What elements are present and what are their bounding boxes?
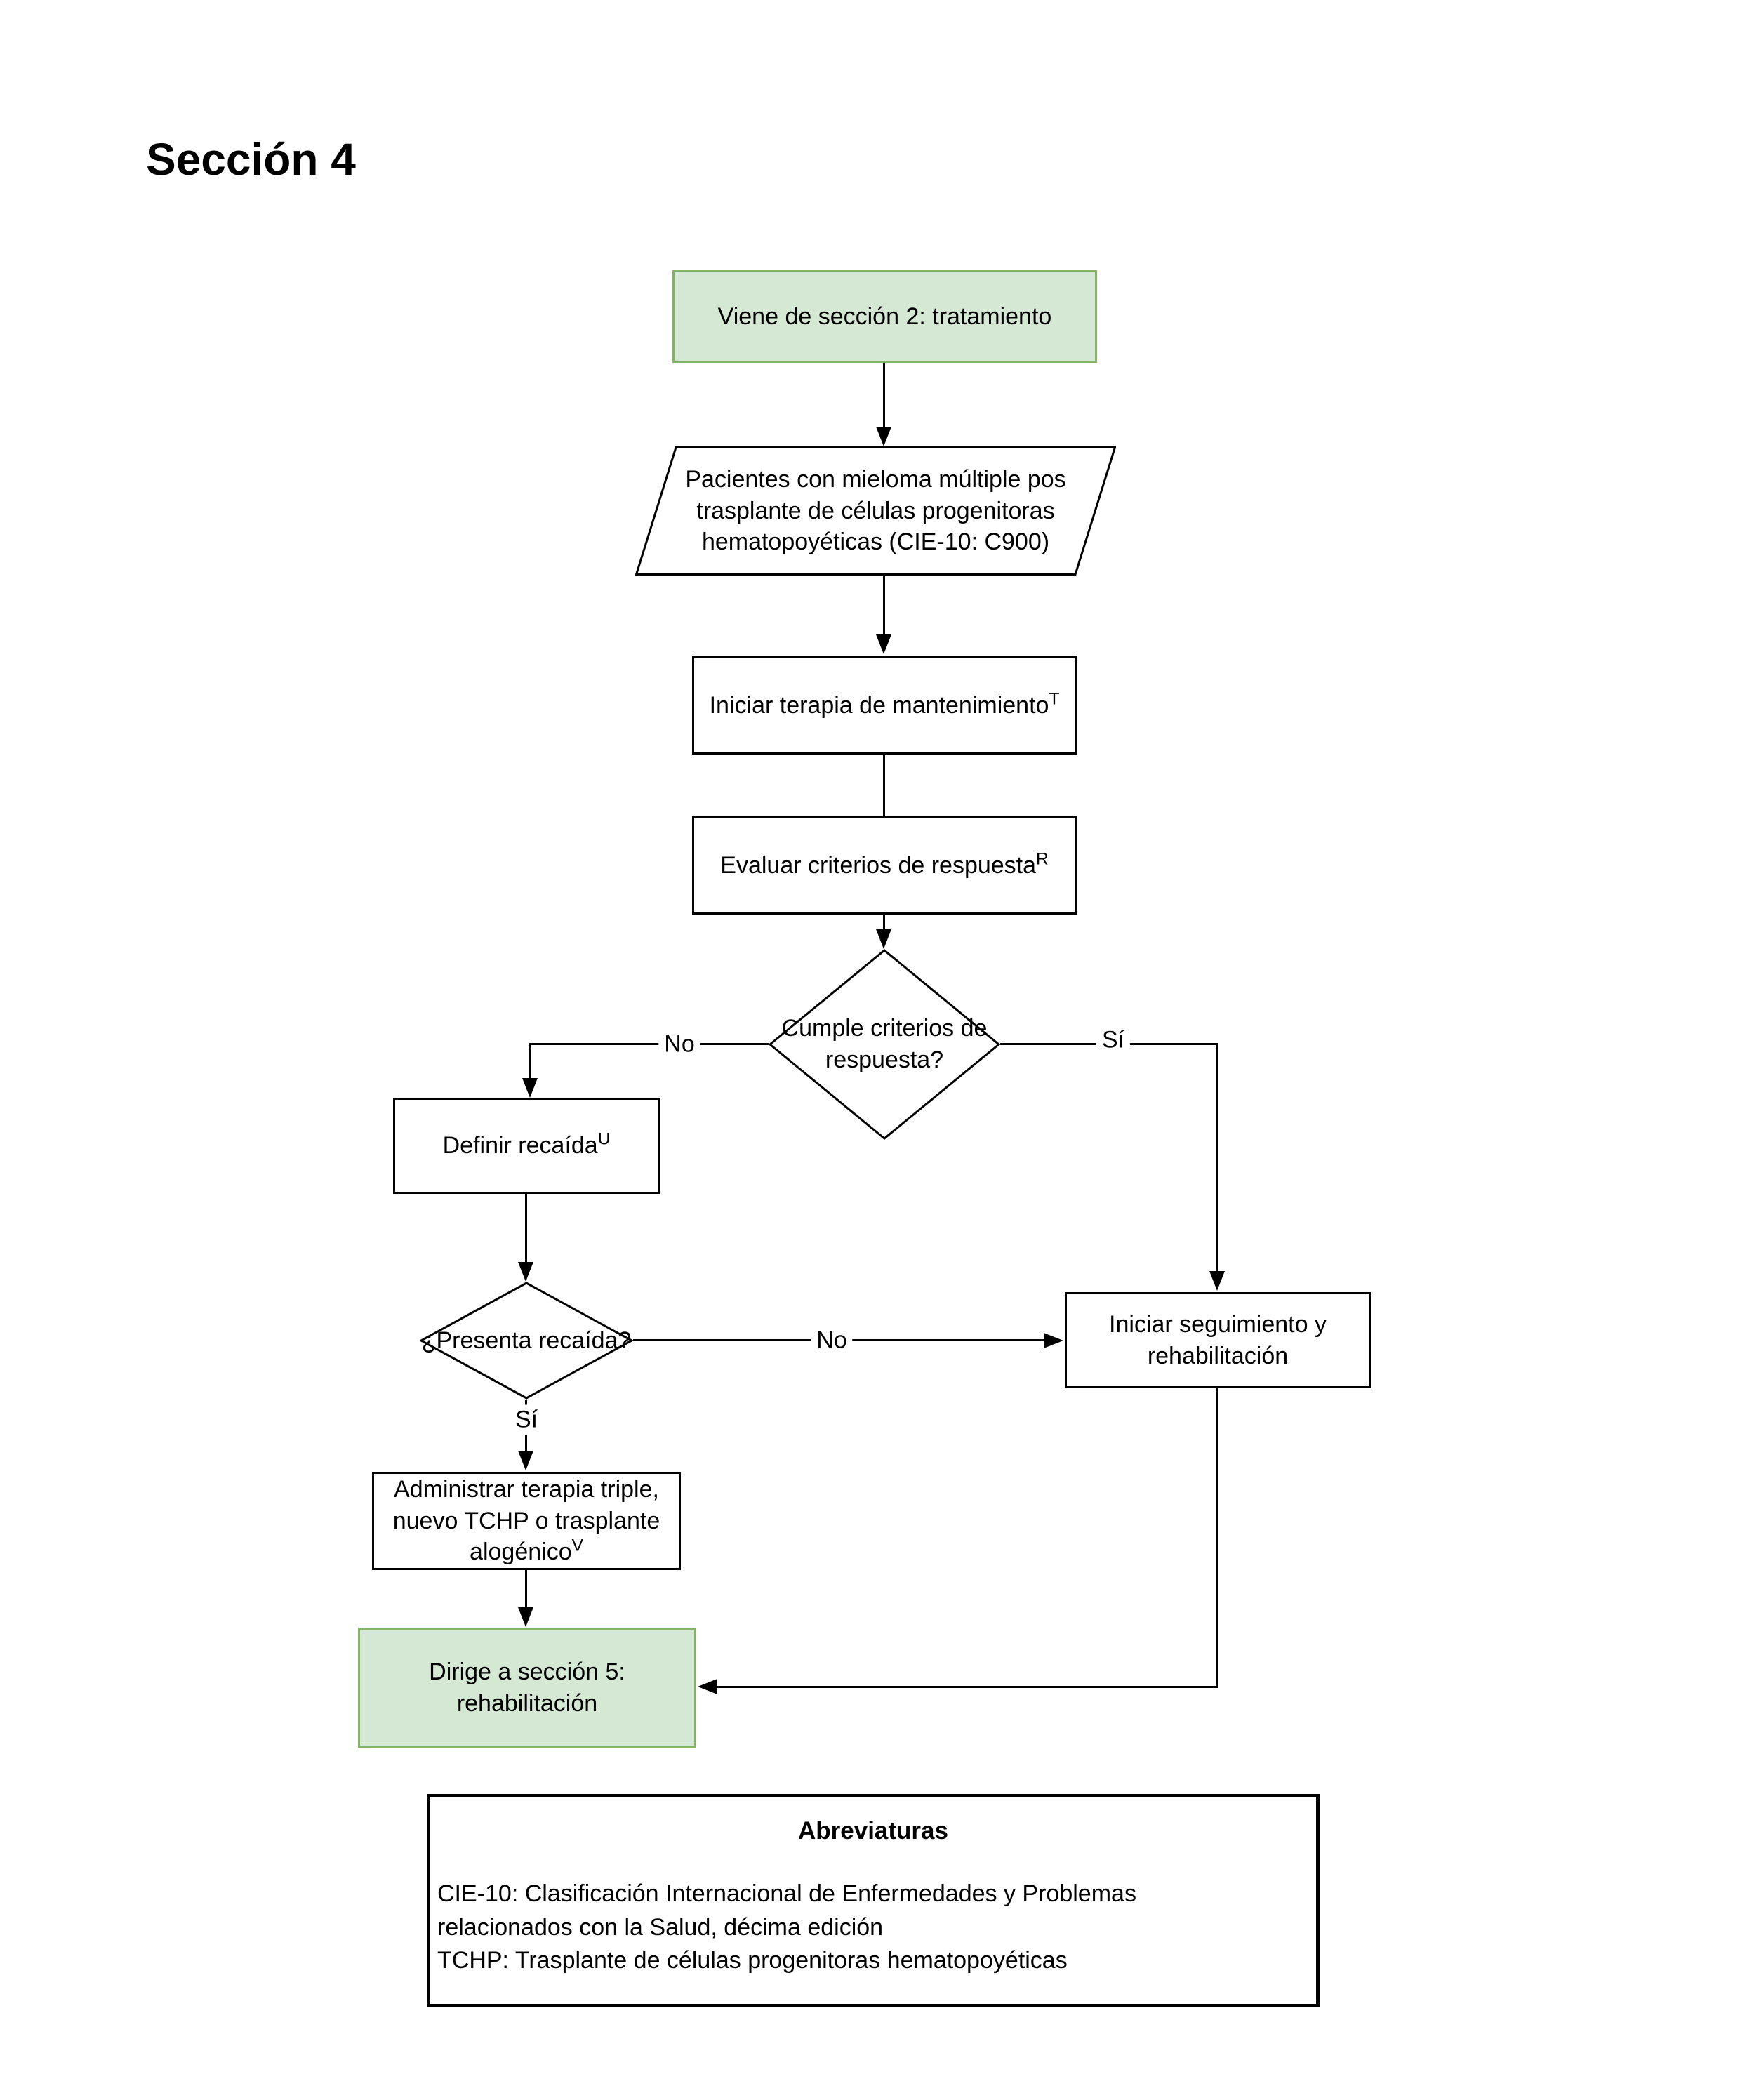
node-define-relapse-text: Definir recaída [442, 1132, 598, 1159]
node-maintenance-label: Iniciar terapia de mantenimientoT [710, 690, 1060, 722]
node-define-relapse-sup: U [597, 1129, 611, 1149]
edge-followup-end-arrowhead [698, 1679, 717, 1694]
edge-patients-maintenance-line [883, 576, 885, 635]
edge-define-relapse-decision-line [525, 1194, 527, 1263]
node-evaluate-sup: R [1036, 849, 1049, 869]
node-triple-therapy: Administrar terapia triple, nuevo TCHP o… [372, 1472, 681, 1570]
edge-relapse-no-arrowhead [1044, 1333, 1063, 1348]
edge-label-criteria-yes: Sí [1096, 1025, 1131, 1056]
parallelogram-patients-shape [635, 446, 1116, 576]
node-evaluate-label: Evaluar criterios de respuestaR [720, 850, 1048, 882]
edge-followup-end-hline [715, 1686, 1218, 1688]
node-relapse-decision: ¿Presenta recaída? [414, 1282, 639, 1400]
node-evaluate-text: Evaluar criterios de respuesta [720, 851, 1037, 879]
edge-triple-end-arrowhead [518, 1607, 533, 1627]
node-criteria-decision-label: Cumple criterios de respuesta? [781, 1015, 988, 1073]
node-maintenance-sup: T [1049, 689, 1060, 709]
abbreviations-box: Abreviaturas CIE-10: Clasificación Inter… [427, 1794, 1320, 2007]
node-followup-rehab-label: Iniciar seguimiento y rehabilitación [1109, 1310, 1327, 1369]
node-triple-therapy-sup: V [571, 1536, 583, 1556]
node-triple-therapy-label: Administrar terapia triple, nuevo TCHP o… [381, 1474, 672, 1569]
edge-evaluate-criteria-arrowhead [876, 929, 891, 949]
diamond-relapse-shape [420, 1282, 633, 1400]
node-relapse-decision-label: ¿Presenta recaída? [421, 1327, 632, 1354]
abbreviation-item-tchp: TCHP: Trasplante de células progenitoras… [437, 1947, 1068, 1974]
node-end-terminal: Dirige a sección 5: rehabilitación [358, 1628, 696, 1748]
abbreviation-item-cie10: CIE-10: Clasificación Internacional de E… [437, 1880, 1136, 1941]
node-end-label: Dirige a sección 5: rehabilitación [429, 1658, 625, 1717]
edge-criteria-no-hline [531, 1043, 769, 1045]
edge-followup-end-vline [1216, 1388, 1218, 1688]
edge-start-patients-line [883, 363, 885, 430]
edge-criteria-yes-vline [1216, 1043, 1218, 1272]
node-patients: Pacientes con mieloma múltiple pos trasp… [635, 446, 1116, 576]
node-criteria-decision: Cumple criterios de respuesta? [765, 949, 1004, 1140]
edge-maintenance-evaluate-line [883, 755, 885, 816]
node-define-relapse-label: Definir recaídaU [443, 1130, 611, 1162]
node-start-label: Viene de sección 2: tratamiento [717, 303, 1052, 330]
edge-label-criteria-no: No [658, 1029, 700, 1060]
node-patients-label: Pacientes con mieloma múltiple pos trasp… [685, 465, 1066, 556]
edge-label-relapse-yes: Sí [509, 1404, 544, 1435]
node-evaluate-response: Evaluar criterios de respuestaR [692, 816, 1077, 915]
edge-criteria-no-vline [529, 1043, 531, 1079]
edge-start-patients-arrowhead [876, 427, 891, 446]
edge-evaluate-criteria-line [883, 915, 885, 932]
edge-relapse-yes-arrowhead [518, 1451, 533, 1470]
edge-patients-maintenance-arrowhead [876, 634, 891, 654]
edge-criteria-yes-arrowhead [1209, 1271, 1225, 1291]
node-define-relapse: Definir recaídaU [393, 1098, 660, 1194]
edge-triple-end-line [525, 1570, 527, 1609]
edge-define-relapse-decision-arrowhead [518, 1262, 533, 1282]
edge-label-relapse-no: No [811, 1325, 853, 1356]
edge-criteria-no-arrowhead [522, 1078, 538, 1098]
node-followup-rehab: Iniciar seguimiento y rehabilitación [1065, 1292, 1371, 1388]
abbreviations-title: Abreviaturas [798, 1817, 948, 1845]
diamond-criteria-shape [769, 949, 1000, 1140]
node-maintenance-text: Iniciar terapia de mantenimiento [709, 691, 1049, 719]
page-title: Sección 4 [146, 134, 356, 185]
node-start-terminal: Viene de sección 2: tratamiento [672, 270, 1097, 363]
node-maintenance-therapy: Iniciar terapia de mantenimientoT [692, 656, 1077, 755]
node-triple-therapy-text: Administrar terapia triple, nuevo TCHP o… [392, 1475, 660, 1566]
